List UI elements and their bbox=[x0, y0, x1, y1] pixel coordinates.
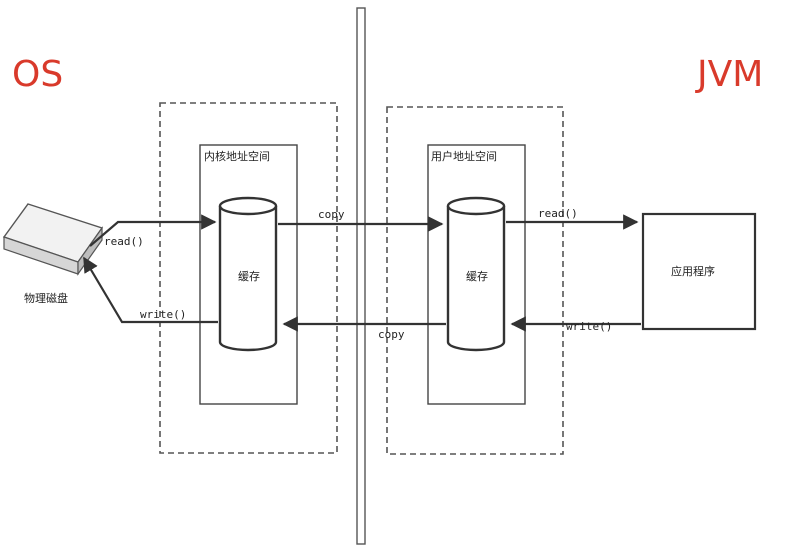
kernel-buffer-label: 缓存 bbox=[238, 269, 260, 283]
jvm-label: JVM bbox=[695, 54, 763, 95]
disk-write-arrow bbox=[83, 256, 218, 324]
application-box bbox=[641, 212, 757, 331]
copy-to-kernel-label: copy bbox=[378, 328, 405, 341]
user-space-box bbox=[427, 144, 526, 405]
kernel-space-box bbox=[199, 144, 298, 405]
kernel-region bbox=[159, 102, 338, 454]
application-label: 应用程序 bbox=[671, 264, 715, 278]
copy-to-user-label: copy bbox=[318, 208, 345, 221]
app-read-label: read() bbox=[538, 207, 578, 220]
os-label: OS bbox=[12, 54, 63, 95]
user-buffer-label: 缓存 bbox=[466, 269, 488, 283]
disk-write-label: write() bbox=[140, 308, 186, 321]
disk-label: 物理磁盘 bbox=[24, 291, 68, 305]
disk-read-arrow bbox=[89, 214, 217, 247]
app-write-label: write() bbox=[566, 320, 612, 333]
user-region bbox=[386, 106, 564, 455]
user-space-label: 用户地址空间 bbox=[431, 149, 497, 163]
user-buffer-cylinder bbox=[446, 196, 506, 352]
os-jvm-divider bbox=[356, 7, 366, 545]
kernel-space-label: 内核地址空间 bbox=[204, 149, 270, 163]
disk-read-label: read() bbox=[104, 235, 144, 248]
kernel-buffer-cylinder bbox=[218, 196, 278, 352]
